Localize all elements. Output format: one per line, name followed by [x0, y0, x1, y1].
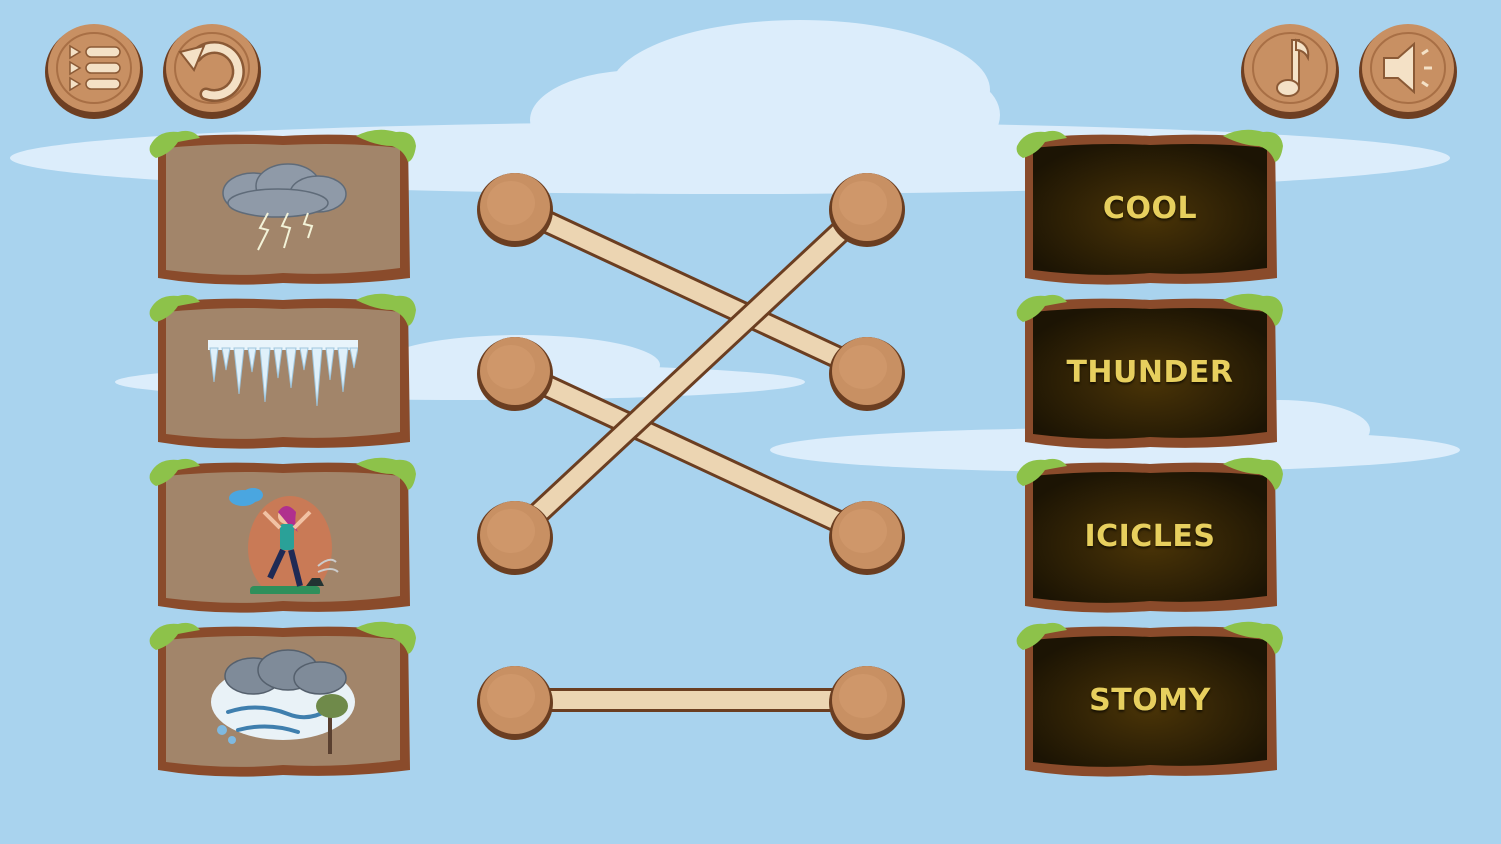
- storm-wind-icon: [211, 649, 355, 754]
- word-card-4[interactable]: STOMY: [1015, 620, 1285, 780]
- word-card-3[interactable]: ICICLES: [1015, 456, 1285, 616]
- menu-list-icon: [69, 44, 121, 92]
- left-connector-knob-4[interactable]: [477, 666, 553, 740]
- word-card-2[interactable]: THUNDER: [1015, 292, 1285, 452]
- word-card-1[interactable]: COOL: [1015, 128, 1285, 288]
- left-connector-knob-3[interactable]: [477, 501, 553, 575]
- word-label: THUNDER: [1066, 354, 1234, 390]
- left-connector-knob-1[interactable]: [477, 173, 553, 247]
- right-connector-knob-3[interactable]: [829, 501, 905, 575]
- picture-card-cool-weather[interactable]: [148, 456, 418, 616]
- thunderstorm-icon: [222, 163, 347, 251]
- left-connector-knob-2[interactable]: [477, 337, 553, 411]
- connection-stick-2: [509, 360, 873, 546]
- right-connector-knob-2[interactable]: [829, 337, 905, 411]
- connection-stick-1: [509, 196, 873, 382]
- connection-stick-3: [506, 198, 876, 544]
- level-menu-button[interactable]: [42, 18, 146, 122]
- music-note-icon: [1276, 38, 1310, 97]
- undo-button[interactable]: [160, 18, 264, 122]
- speaker-icon: [1383, 41, 1432, 95]
- right-connector-knob-1[interactable]: [829, 173, 905, 247]
- undo-arrow-icon: [178, 41, 245, 102]
- icicles-icon: [208, 340, 358, 407]
- right-connector-knob-4[interactable]: [829, 666, 905, 740]
- picture-card-thunderstorm[interactable]: [148, 128, 418, 288]
- picture-card-icicles[interactable]: [148, 292, 418, 452]
- girl-in-wind-icon: [229, 488, 339, 594]
- music-toggle-button[interactable]: [1238, 18, 1342, 122]
- word-label: COOL: [1102, 190, 1198, 226]
- sound-toggle-button[interactable]: [1356, 18, 1460, 122]
- word-label: ICICLES: [1084, 518, 1216, 554]
- picture-card-stormy-wind[interactable]: [148, 620, 418, 780]
- word-label: STOMY: [1089, 682, 1211, 718]
